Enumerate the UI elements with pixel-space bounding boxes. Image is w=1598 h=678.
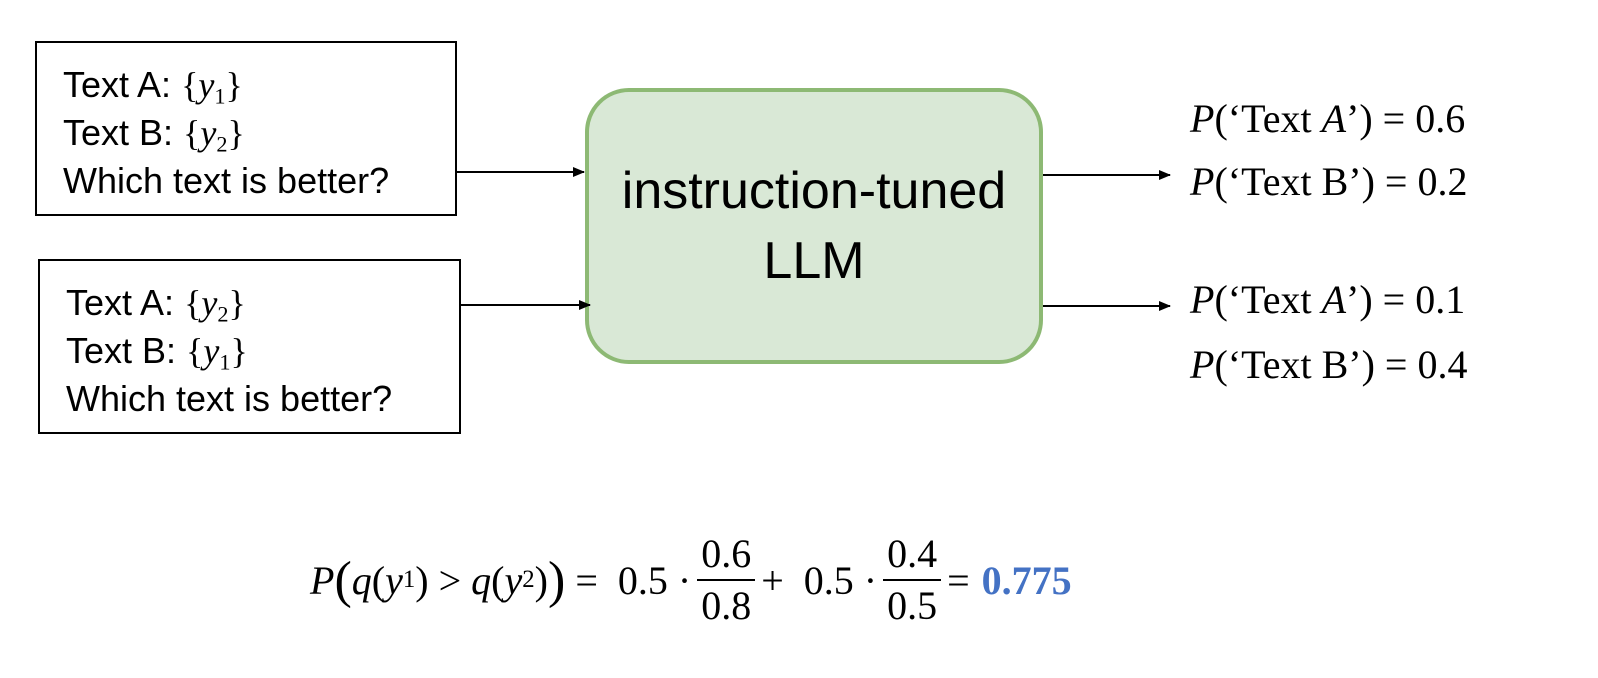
- prompt-2-text-b-var: y: [203, 331, 220, 371]
- prompt-1-text-b-sub: 2: [216, 131, 228, 157]
- formula-coef-2: 0.5: [803, 557, 854, 603]
- prompt-2-text-a-sub: 2: [217, 301, 229, 327]
- prompt-1-text-a-var: y: [198, 65, 215, 105]
- prompt-1-text-b-line: Text B: {y2}: [63, 112, 245, 157]
- prompt-box-1: Text A: {y1} Text B: {y2} Which text is …: [35, 41, 457, 216]
- output-4-option-letter: B: [1321, 342, 1349, 387]
- prompt-2-text-a-label: Text A:: [66, 282, 185, 323]
- formula-plus: +: [761, 557, 784, 603]
- llm-label-line-1: instruction-tuned: [621, 162, 1007, 220]
- formula-coef-1: 0.5: [617, 557, 668, 603]
- formula-y-1: y: [385, 557, 403, 603]
- fraction-1-denominator: 0.8: [701, 583, 752, 628]
- output-4-value: 0.4: [1417, 342, 1468, 387]
- fraction-2-numerator: 0.4: [883, 531, 942, 581]
- output-3-option-letter: A: [1321, 277, 1347, 322]
- prompt-1-question: Which text is better?: [63, 160, 390, 201]
- prompt-2-text-b-sub: 1: [219, 349, 231, 375]
- output-prob-1-text-b: P(‘Text B’) = 0.2: [1190, 159, 1468, 204]
- prompt-2-text-a-var: y: [201, 283, 218, 323]
- output-2-option-letter: B: [1321, 159, 1349, 204]
- formula-y-2: y: [504, 557, 523, 603]
- output-prob-2-text-a: P(‘Text A’) = 0.1: [1190, 277, 1466, 322]
- formula-fraction-1: 0.6 0.8: [697, 531, 756, 629]
- prompt-1-text-a-sub: 1: [214, 83, 226, 109]
- formula-q-1: q: [351, 557, 372, 603]
- prompt-1-text-b-var: y: [200, 113, 217, 153]
- prompt-2-text-a-line: Text A: {y2}: [66, 282, 246, 327]
- fraction-2-denominator: 0.5: [887, 583, 938, 628]
- output-2-value: 0.2: [1417, 159, 1468, 204]
- prompt-1-text-a-label: Text A:: [63, 64, 182, 105]
- prompt-2-question: Which text is better?: [66, 378, 393, 419]
- output-3-value: 0.1: [1415, 277, 1466, 322]
- prompt-1-text-a-line: Text A: {y1}: [63, 64, 243, 109]
- output-prob-2-text-b: P(‘Text B’) = 0.4: [1190, 342, 1468, 387]
- formula-result: 0.775: [981, 557, 1072, 603]
- llm-box: instruction-tuned LLM: [585, 88, 1043, 364]
- prompt-2-text-b-line: Text B: {y1}: [66, 330, 248, 375]
- prompt-1-text-b-label: Text B:: [63, 112, 184, 153]
- formula-gt: >: [438, 557, 462, 603]
- output-1-option-letter: A: [1321, 96, 1347, 141]
- formula-fraction-2: 0.4 0.5: [883, 531, 942, 629]
- llm-label-line-2: LLM: [763, 232, 865, 290]
- prompt-2-text-b-label: Text B:: [66, 330, 187, 371]
- prompt-box-2: Text A: {y2} Text B: {y1} Which text is …: [38, 259, 461, 434]
- fraction-1-numerator: 0.6: [697, 531, 756, 581]
- formula-P: P: [310, 557, 335, 603]
- formula-q-2: q: [471, 557, 492, 603]
- output-1-value: 0.6: [1415, 96, 1466, 141]
- output-prob-1-text-a: P(‘Text A’) = 0.6: [1190, 96, 1466, 141]
